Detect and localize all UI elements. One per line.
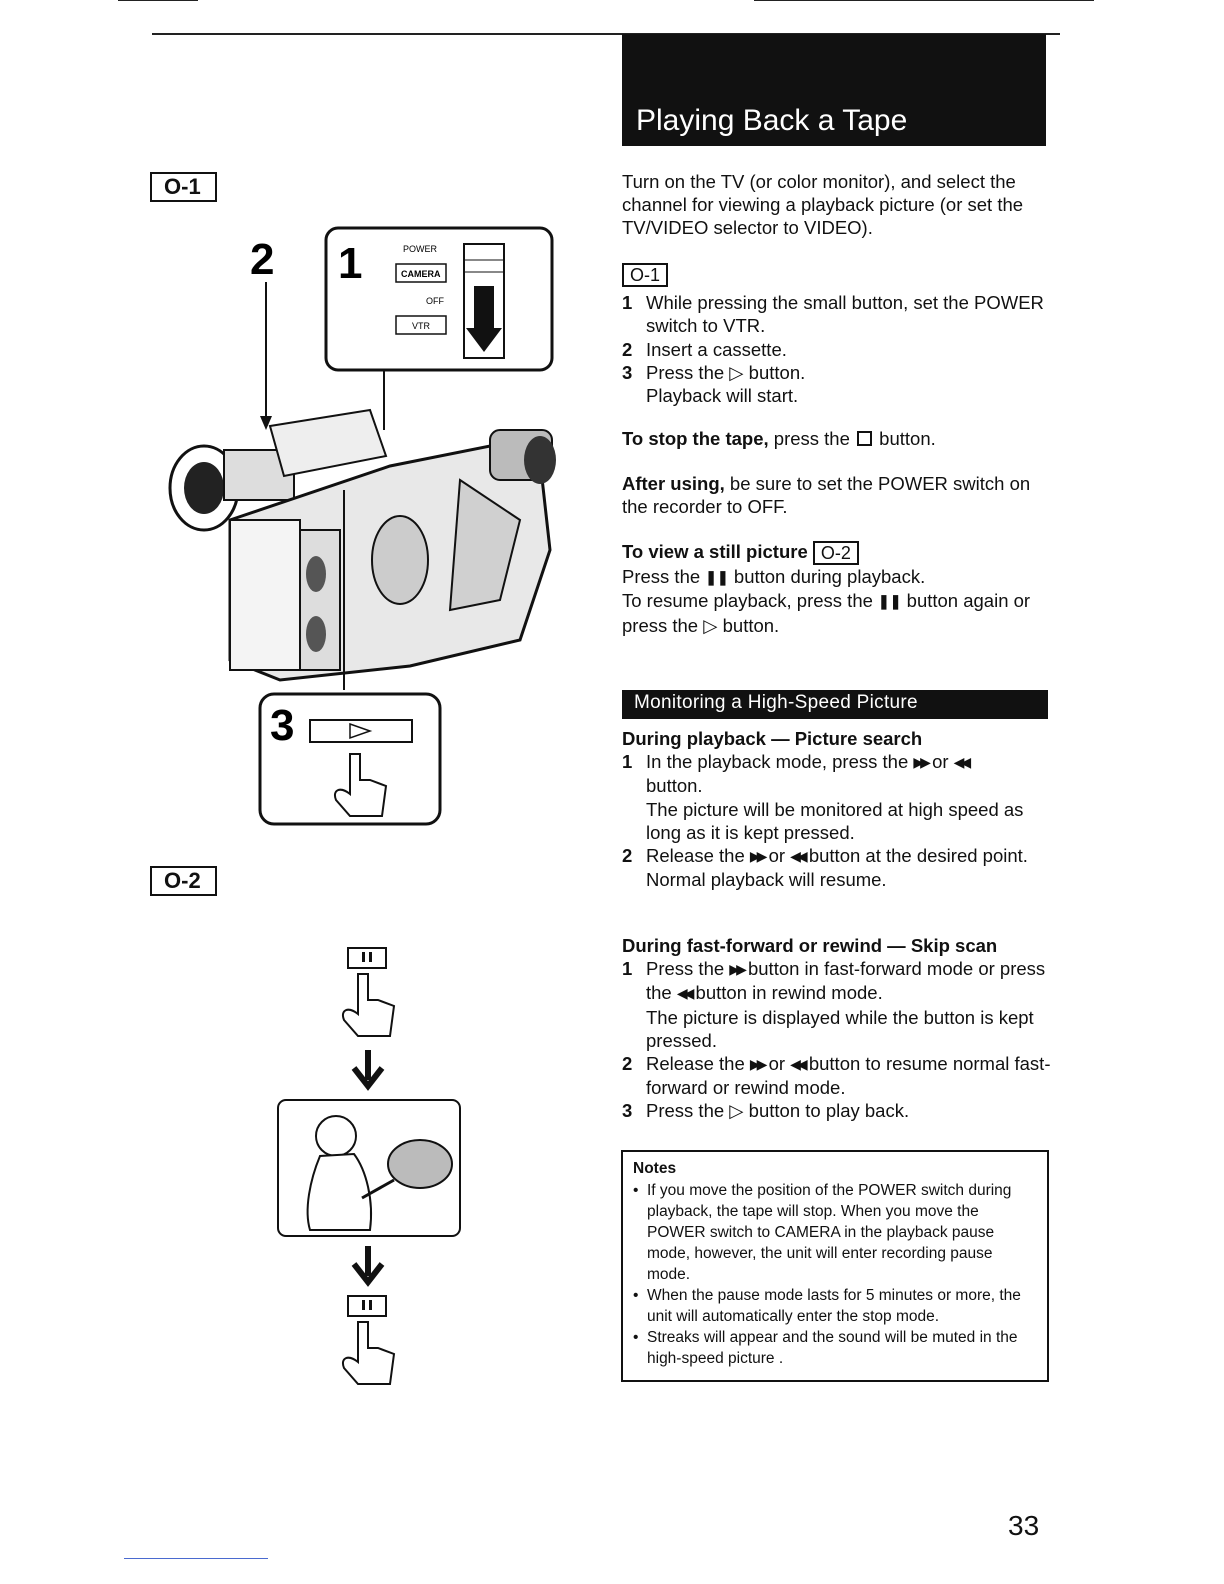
- switch-label-power: POWER: [403, 244, 438, 254]
- switch-label-off: OFF: [426, 296, 444, 306]
- footer-rule: [124, 1558, 268, 1559]
- intro-text: Turn on the TV (or color monitor), and s…: [622, 171, 1024, 239]
- rewind-icon: ◀◀: [676, 985, 694, 1002]
- step-number-2: 2: [250, 235, 274, 284]
- rewind-icon: ◀◀: [953, 754, 971, 771]
- monitoring-section-title: Monitoring a High-Speed Picture: [634, 692, 918, 713]
- pause-icon: ❚❚: [878, 593, 902, 610]
- notes-box: Notes If you move the position of the PO…: [621, 1150, 1049, 1382]
- note-item: Streaks will appear and the sound will b…: [633, 1327, 1031, 1369]
- note-item: When the pause mode lasts for 5 minutes …: [633, 1285, 1031, 1327]
- o1-reference-tag: O-1: [622, 263, 669, 288]
- rewind-icon: ◀◀: [790, 1056, 807, 1073]
- o2-reference-tag: O-2: [812, 541, 859, 566]
- stop-icon: [857, 431, 873, 446]
- pause-icon: ❚❚: [705, 569, 729, 586]
- fast-forward-icon: ▶▶: [749, 1056, 767, 1073]
- figure-tag-o2: O-2: [150, 866, 217, 896]
- play-icon: ▷: [729, 361, 744, 383]
- top-rule-right: [754, 0, 1094, 1]
- step-number-3: 3: [270, 701, 294, 750]
- play-icon: ▷: [703, 614, 718, 636]
- note-item: If you move the position of the POWER sw…: [633, 1180, 1031, 1285]
- title-bar: Playing Back a Tape: [622, 34, 1046, 146]
- notes-title: Notes: [633, 1160, 677, 1177]
- top-rule-left: [118, 0, 198, 1]
- fast-forward-icon: ▶▶: [729, 961, 746, 978]
- still-picture-section: To view a still picture O-2 Press the ❚❚…: [622, 541, 1031, 636]
- page-number: 33: [1008, 1510, 1040, 1541]
- fast-forward-icon: ▶▶: [913, 754, 930, 771]
- page-title: Playing Back a Tape: [636, 104, 908, 137]
- play-icon: ▷: [729, 1100, 744, 1122]
- header-rule: [152, 33, 1060, 35]
- skip-scan-section: During fast-forward or rewind — Skip sca…: [622, 935, 1051, 1122]
- rewind-icon: ◀◀: [790, 848, 807, 865]
- step-number-1: 1: [338, 239, 362, 288]
- monitoring-section-bar: Monitoring a High-Speed Picture: [622, 690, 1048, 719]
- fast-forward-icon: ▶▶: [749, 848, 767, 865]
- stop-instruction: To stop the tape, press the button.: [622, 428, 936, 449]
- camcorder-illustration: 2 1 POWER CAMERA OFF VTR 3: [168, 226, 556, 826]
- still-picture-illustration: [277, 947, 461, 1385]
- after-using-instruction: After using, be sure to set the POWER sw…: [622, 473, 1031, 518]
- figure-tag-o1: O-1: [150, 172, 217, 202]
- switch-label-camera: CAMERA: [401, 269, 441, 279]
- switch-label-vtr: VTR: [412, 321, 431, 331]
